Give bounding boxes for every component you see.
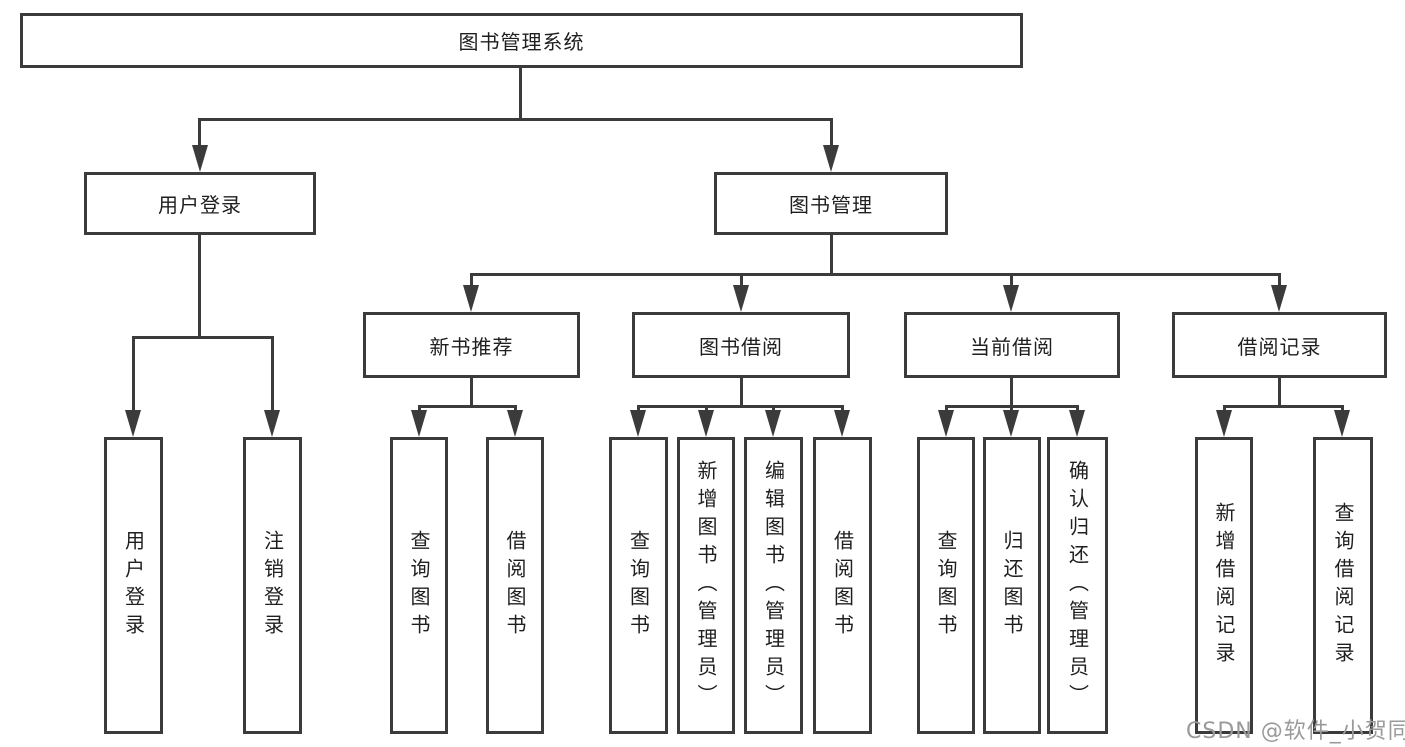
connector-line xyxy=(740,273,743,290)
node-user-login: 用户登录 xyxy=(84,172,316,235)
node-book-borrow: 图书借阅 xyxy=(632,312,850,378)
connector-line xyxy=(132,336,274,339)
arrowhead-down-icon xyxy=(125,410,141,437)
leaf-label: 新增图书（管理员） xyxy=(694,459,718,712)
leaf-label: 注销登录 xyxy=(260,529,285,642)
leaf-label: 编辑图书（管理员） xyxy=(761,459,786,712)
leaf-label: 归还图书 xyxy=(1000,529,1024,642)
arrowhead-down-icon xyxy=(733,285,749,312)
arrowhead-down-icon xyxy=(823,145,839,172)
leaf-borrow-books: 借阅图书 xyxy=(813,437,872,734)
arrowhead-down-icon xyxy=(938,410,954,437)
connector-line xyxy=(1010,273,1013,290)
node-current-borrow: 当前借阅 xyxy=(904,312,1120,378)
connector-line xyxy=(1010,378,1013,408)
leaf-edit-books-admin: 编辑图书（管理员） xyxy=(744,437,803,734)
leaf-query-books-current: 查询图书 xyxy=(917,437,975,734)
leaf-label: 借阅图书 xyxy=(830,529,855,642)
node-new-book-recommend: 新书推荐 xyxy=(363,312,580,378)
leaf-label: 用户登录 xyxy=(121,529,146,642)
arrowhead-down-icon xyxy=(1003,410,1019,437)
connector-line xyxy=(1278,378,1281,408)
connector-line xyxy=(132,336,135,413)
connector-line xyxy=(470,273,473,290)
arrowhead-down-icon xyxy=(765,410,781,437)
leaf-label: 查询图书 xyxy=(626,529,651,642)
leaf-label: 借阅图书 xyxy=(503,529,527,642)
connector-line xyxy=(271,336,274,413)
leaf-query-books-recommend: 查询图书 xyxy=(390,437,448,734)
connector-line xyxy=(418,405,517,408)
leaf-return-books: 归还图书 xyxy=(983,437,1041,734)
arrowhead-down-icon xyxy=(463,285,479,312)
leaf-add-borrow-record: 新增借阅记录 xyxy=(1195,437,1253,734)
arrowhead-down-icon xyxy=(698,410,714,437)
connector-line xyxy=(198,118,832,121)
arrowhead-down-icon xyxy=(1069,410,1085,437)
connector-line xyxy=(637,405,844,408)
node-library-system: 图书管理系统 xyxy=(20,13,1023,68)
node-book-management: 图书管理 xyxy=(714,172,948,235)
connector-line xyxy=(470,378,473,408)
csdn-watermark: CSDN @软件_小贺同学 xyxy=(1186,719,1405,744)
connector-line xyxy=(1223,405,1344,408)
leaf-borrow-books-recommend: 借阅图书 xyxy=(486,437,544,734)
leaf-confirm-return-admin: 确认归还（管理员） xyxy=(1047,437,1108,734)
leaf-query-books-borrow: 查询图书 xyxy=(609,437,668,734)
arrowhead-down-icon xyxy=(411,410,427,437)
connector-line xyxy=(198,118,201,150)
connector-line xyxy=(470,273,1281,276)
arrowhead-down-icon xyxy=(264,410,280,437)
arrowhead-down-icon xyxy=(834,410,850,437)
leaf-label: 确认归还（管理员） xyxy=(1065,459,1090,712)
leaf-label: 查询图书 xyxy=(934,529,958,642)
connector-line xyxy=(519,68,522,120)
node-borrow-records: 借阅记录 xyxy=(1172,312,1387,378)
connector-line xyxy=(1278,273,1281,290)
connector-line xyxy=(198,235,201,338)
leaf-query-borrow-record: 查询借阅记录 xyxy=(1313,437,1373,734)
arrowhead-down-icon xyxy=(1334,410,1350,437)
arrowhead-down-icon xyxy=(192,145,208,172)
arrowhead-down-icon xyxy=(1216,410,1232,437)
leaf-logout: 注销登录 xyxy=(243,437,302,734)
leaf-label: 查询图书 xyxy=(407,529,431,642)
arrowhead-down-icon xyxy=(1271,285,1287,312)
connector-line xyxy=(830,118,833,150)
leaf-label: 新增借阅记录 xyxy=(1212,501,1236,670)
arrowhead-down-icon xyxy=(1003,285,1019,312)
leaf-add-books-admin: 新增图书（管理员） xyxy=(677,437,735,734)
arrowhead-down-icon xyxy=(630,410,646,437)
connector-line xyxy=(830,235,833,276)
leaf-label: 查询借阅记录 xyxy=(1331,501,1355,670)
leaf-user-login: 用户登录 xyxy=(104,437,163,734)
arrowhead-down-icon xyxy=(507,410,523,437)
connector-line xyxy=(740,378,743,408)
